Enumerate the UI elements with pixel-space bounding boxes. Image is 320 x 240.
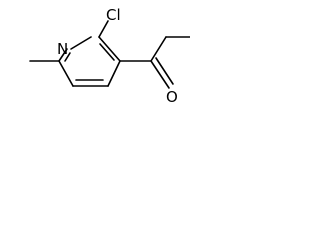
bond-c6-n1 xyxy=(58,48,68,62)
oxygen-label: O xyxy=(166,88,178,106)
bond-c5-c6 xyxy=(58,60,74,87)
bond-c3-c4 xyxy=(107,60,121,87)
bond-c2-c3-inner xyxy=(99,43,115,61)
bond-n1-c2 xyxy=(70,36,92,50)
bond-carbonyl-o xyxy=(150,60,170,89)
bond-c2-cl xyxy=(98,20,109,38)
bond-c2-c3 xyxy=(98,36,121,62)
bond-carbonyl-ch2 xyxy=(150,36,167,62)
bond-c6-n1-inner xyxy=(64,52,71,62)
chlorine-label: Cl xyxy=(106,6,121,24)
bond-carbonyl-o-inner xyxy=(155,57,174,85)
molecule-structure: N Cl O xyxy=(0,0,190,120)
nitrogen-label: N xyxy=(57,40,68,58)
